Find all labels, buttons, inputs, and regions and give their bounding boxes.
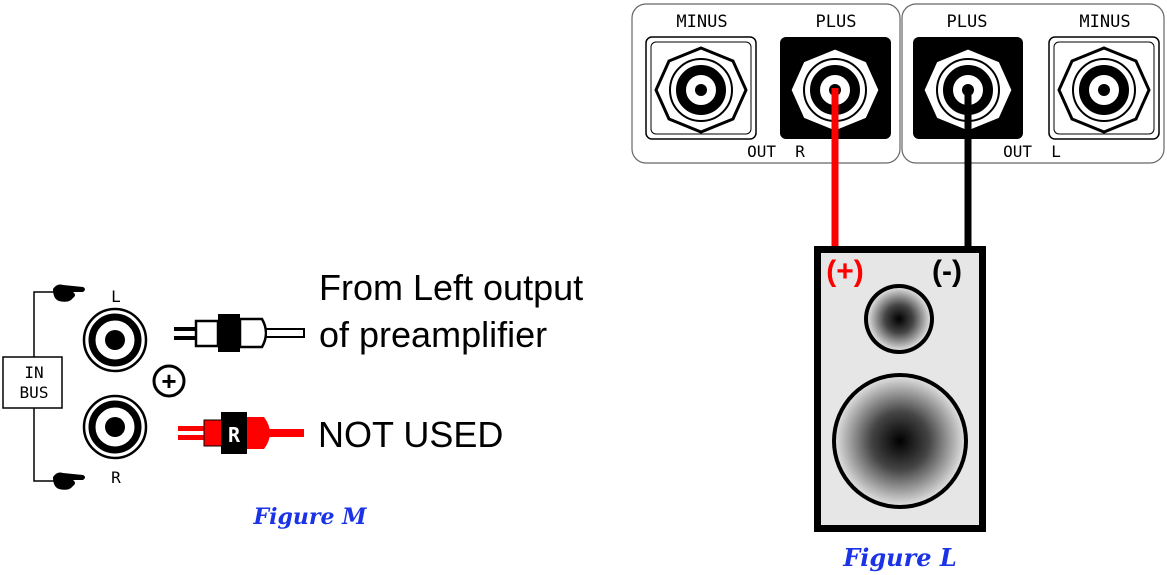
input-bus-bracket: IN BUS xyxy=(2,291,63,482)
in-bus-label: IN xyxy=(24,363,43,382)
speaker-negative-label: (-) xyxy=(932,255,962,288)
jack-right-label: R xyxy=(111,468,121,487)
polarity-plus-icon: + xyxy=(152,364,186,398)
speaker-driver-icon xyxy=(864,284,934,354)
plus-label-out-l: PLUS xyxy=(947,12,988,32)
out-r-label: OUT R xyxy=(747,142,805,161)
in-bus-label-2: BUS xyxy=(20,383,49,402)
rca-plug-letter: R xyxy=(228,423,241,447)
output-terminal-panel-right-channel: MINUS PLUS OUT R xyxy=(631,3,901,164)
speaker-driver-icon xyxy=(832,373,968,509)
binding-post-icon[interactable] xyxy=(645,36,757,140)
jack-left-label: L xyxy=(111,287,121,306)
pointing-hand-icon xyxy=(53,284,85,302)
out-l-label: OUT L xyxy=(1003,142,1061,161)
left-source-label-line2: of preamplifier xyxy=(319,314,547,355)
minus-label-out-l: MINUS xyxy=(1079,12,1130,32)
figure-m-caption: Figure M xyxy=(253,504,368,530)
figure-l-caption: Figure L xyxy=(842,543,957,572)
binding-post-icon[interactable] xyxy=(1048,36,1160,140)
rca-plug-icon xyxy=(174,314,305,352)
left-source-label-line1: From Left output xyxy=(319,267,583,308)
not-used-label: NOT USED xyxy=(318,414,503,455)
speaker-positive-label: (+) xyxy=(826,255,864,288)
minus-label-out-r: MINUS xyxy=(676,12,727,32)
rca-jack-icon[interactable] xyxy=(82,307,148,373)
rca-plug-icon: R xyxy=(178,412,304,454)
output-terminal-panel-left-channel: PLUS MINUS OUT L xyxy=(901,3,1165,164)
speaker-cabinet: (+) (-) xyxy=(814,246,986,532)
pointing-hand-icon xyxy=(53,472,85,490)
plus-label-out-r: PLUS xyxy=(816,12,857,32)
rca-jack-icon[interactable] xyxy=(82,394,148,460)
polarity-plus-symbol: + xyxy=(161,366,176,396)
